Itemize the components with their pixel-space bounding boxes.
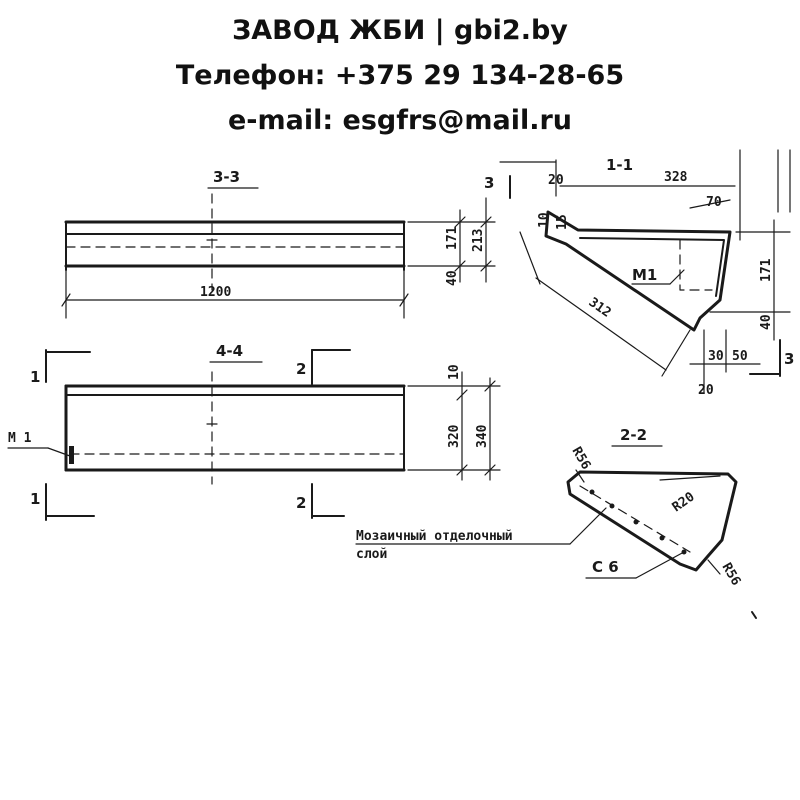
profile-inner-line [579,237,725,297]
dim-line-312 [535,277,667,371]
dim-tick-171a [454,216,466,228]
embedded-part-m1 [69,446,74,464]
profile-2-2-outline [566,470,738,572]
dim-line-70 [689,199,731,209]
dim-tick-213b [480,260,492,272]
dim-171b: 171 [759,258,774,282]
section-4-4: 4-4 М 1 10 320 340 [7,342,501,521]
rebar-dot-3 [633,519,639,525]
dim-40b: 40 [759,314,774,330]
cut-1-top-label: 1 [30,368,40,386]
dim-70: 70 [706,195,722,210]
cut-3-bottom-label: 3 [784,350,794,368]
section-2-2-title: 2-2 [620,426,647,444]
label-r56-top: R56 [569,445,594,473]
cut-marker-1-top: 1 [30,349,91,386]
dim-tick-213a [480,216,492,228]
cut-marker-1-bottom: 1 [30,483,95,521]
stray-mark [751,611,757,619]
dim-tick-171b [454,260,466,272]
leader-r56-top [575,469,585,483]
leader-m1-left [47,447,71,457]
dim-tick-340a [484,380,496,392]
label-r56-bottom: R56 [719,561,744,589]
dim-15: 15 [555,214,570,230]
cut-1-bottom-label: 1 [30,490,40,508]
rebar-dot-4 [659,535,665,541]
dim-50: 50 [732,349,748,364]
leader-c6 [635,551,685,579]
dim-tick-340b [484,464,496,476]
dim-213: 213 [471,229,486,252]
header-company: ЗАВОД ЖБИ | gbi2.by [232,15,568,46]
dim-340: 340 [475,424,490,448]
dim-320: 320 [447,424,462,448]
dim-40: 40 [445,270,460,286]
cut-3-top-label: 3 [484,174,494,192]
dim-20b: 20 [698,383,714,398]
leader-r20 [659,475,721,481]
rebar-dot-1 [589,489,595,495]
dim-ext-312-b [661,329,691,377]
header-phone[interactable]: Телефон: +375 29 134-28-65 [175,60,625,91]
label-m1-left: М 1 [8,431,32,446]
note-mosaic-line1: Мозаичный отделочный [356,529,513,544]
dim-171: 171 [445,226,460,250]
profile-2-2-hidden [579,485,691,553]
cut-2-top-label: 2 [296,360,306,378]
dim-312: 312 [586,295,614,321]
header-email[interactable]: e-mail: esgfrs@mail.ru [227,105,573,136]
dim-tick-320b [456,464,468,476]
dim-1200: 1200 [200,285,231,300]
profile-outline [544,210,732,332]
label-r20: R20 [670,489,698,515]
header: ЗАВОД ЖБИ | gbi2.by Телефон: +375 29 134… [0,8,800,143]
section-3-3: 3-3 1200 [61,168,496,319]
dim-10b: 10 [537,212,552,228]
leader-m1 [669,269,685,285]
section-3-3-title: 3-3 [213,168,240,186]
dim-ext-312-a [519,231,541,285]
note-mosaic-line2: слой [356,547,387,562]
dim-tick-320a [456,389,468,401]
section-1-1: 1-1 328 20 3 70 10 15 М1 [484,149,794,398]
rebar-dot-2 [609,503,615,509]
label-m1: М1 [632,266,657,284]
section-2-2: 2-2 R56 R20 R56 С 6 Мозаичный отделочн [355,426,757,619]
cut-2-bottom-label: 2 [296,494,306,512]
dim-328: 328 [664,170,688,185]
section-1-1-title: 1-1 [606,156,633,174]
section-4-4-title: 4-4 [216,342,243,360]
cut-marker-2-bottom: 2 [296,483,345,519]
profile-hidden-part [679,239,713,291]
cut-marker-2-top: 2 [296,349,351,385]
dim-10: 10 [447,364,462,380]
leader-r56-bottom [707,559,721,575]
dim-30: 30 [708,349,724,364]
leader-note [569,507,607,545]
label-c6: С 6 [592,558,619,576]
